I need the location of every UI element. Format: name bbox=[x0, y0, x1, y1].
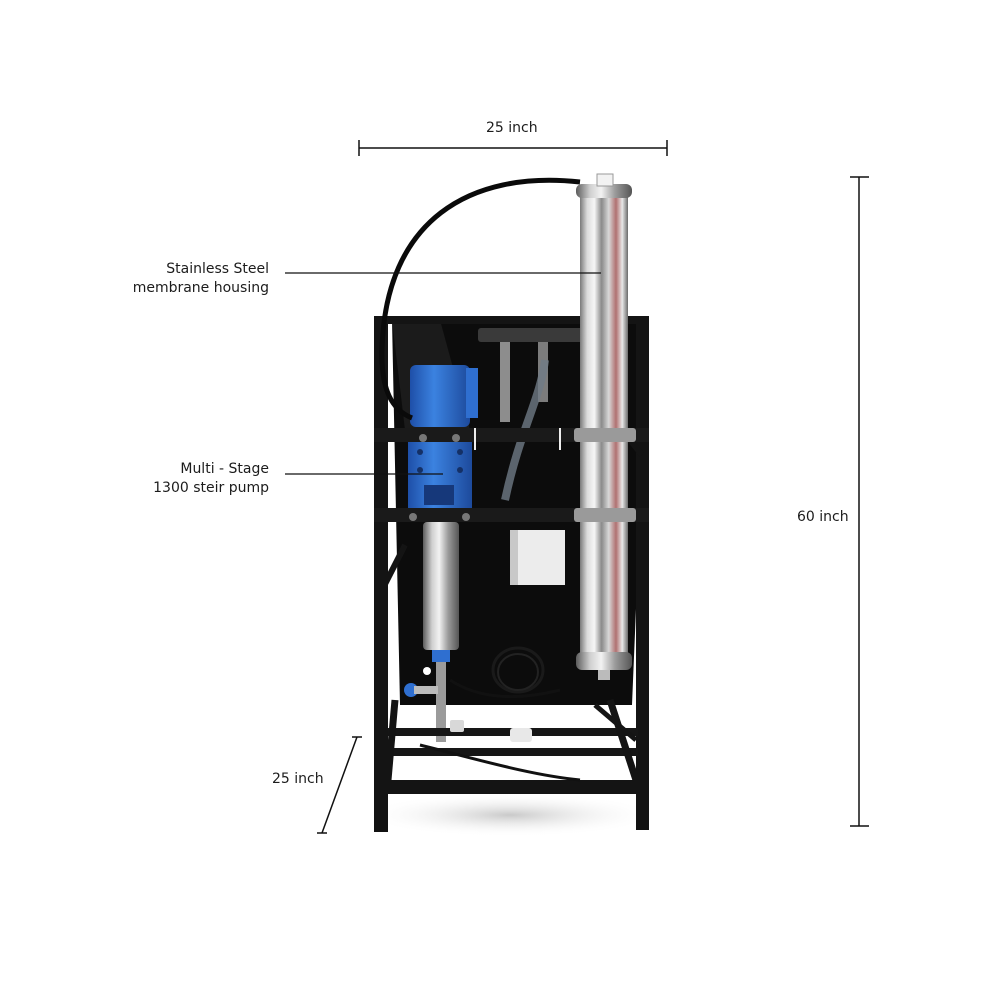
width-dimension-line bbox=[358, 140, 668, 156]
width-dimension-label: 25 inch bbox=[486, 120, 538, 136]
pump-motor bbox=[410, 365, 470, 427]
housing-clamp-upper bbox=[574, 428, 636, 442]
frame-left-post bbox=[374, 318, 388, 830]
control-box bbox=[510, 530, 565, 585]
callout-line-2: 1300 steir pump bbox=[153, 480, 269, 496]
frame-right-post bbox=[636, 318, 649, 830]
housing-clamp-lower bbox=[574, 508, 636, 522]
depth-dimension-label: 25 inch bbox=[272, 771, 324, 787]
pump-callout: Multi - Stage 1300 steir pump bbox=[153, 460, 269, 498]
prefilter-housing bbox=[423, 522, 459, 650]
feed-hose bbox=[379, 177, 581, 421]
floor-shadow bbox=[360, 793, 660, 837]
height-dimension-line bbox=[850, 176, 869, 827]
base-crossbar bbox=[374, 780, 649, 794]
callout-line-1: Stainless Steel bbox=[166, 261, 269, 277]
depth-dimension-line bbox=[317, 736, 362, 834]
membrane-housing-callout: Stainless Steel membrane housing bbox=[133, 260, 269, 298]
height-dimension-label: 60 inch bbox=[797, 509, 849, 525]
callout-line-2: membrane housing bbox=[132, 280, 269, 296]
callout-line-1: Multi - Stage bbox=[180, 461, 269, 477]
